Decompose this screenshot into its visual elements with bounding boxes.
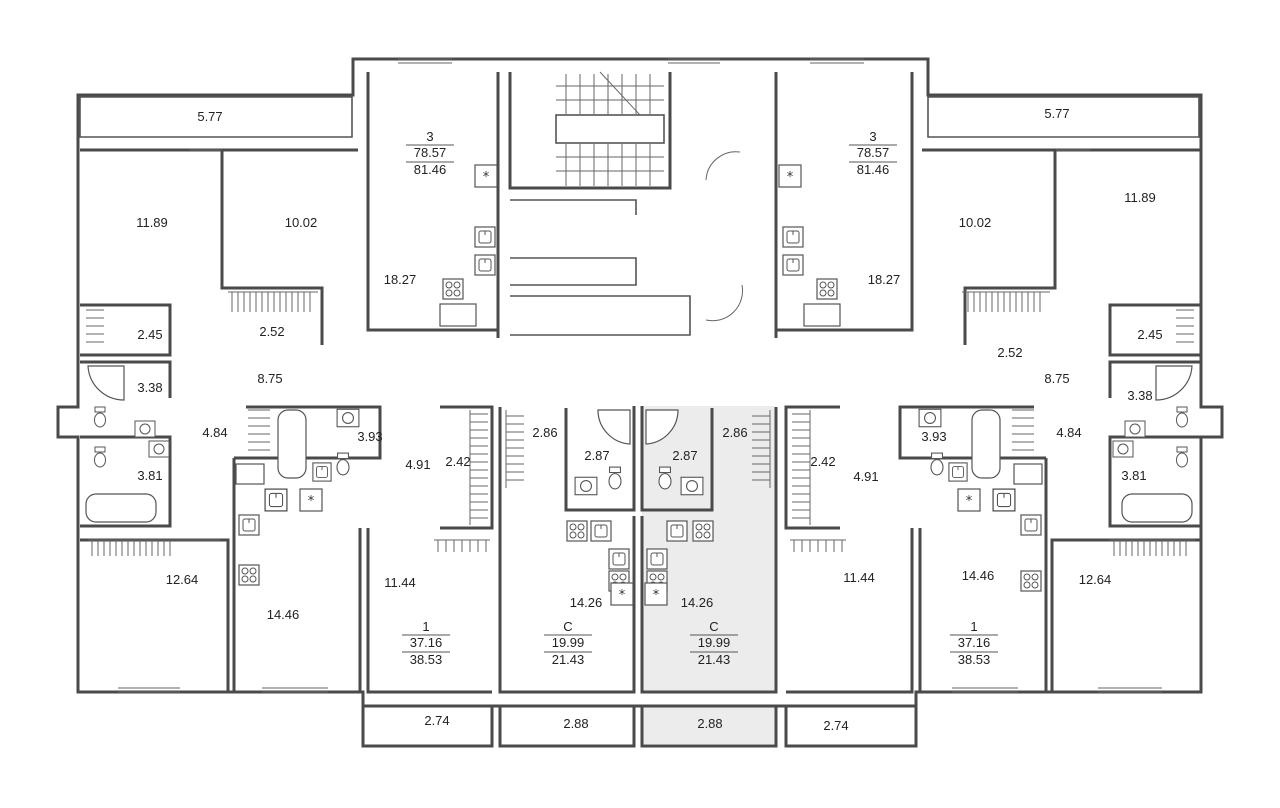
unit-total: 81.46 xyxy=(414,162,447,177)
room-area-label: 5.77 xyxy=(197,109,222,124)
room-area-label: 8.75 xyxy=(1044,371,1069,386)
storage-hatching xyxy=(86,291,1195,556)
unit-living: 37.16 xyxy=(410,635,443,650)
fixtures xyxy=(85,164,1193,606)
room-area-label: 18.27 xyxy=(868,272,901,287)
room-area-label: 12.64 xyxy=(1079,572,1112,587)
room-area-label: 4.84 xyxy=(1056,425,1081,440)
room-area-label: 2.45 xyxy=(137,327,162,342)
room-area-label: 8.75 xyxy=(257,371,282,386)
room-area-label: 3.38 xyxy=(1127,388,1152,403)
room-area-label: 2.52 xyxy=(259,324,284,339)
unit-type: 3 xyxy=(869,129,876,144)
room-area-labels: 5.77 11.89 10.02 18.27 2.45 2.52 3.38 8.75 4.84 3… xyxy=(136,106,1162,733)
room-area-label: 3.38 xyxy=(137,380,162,395)
highlighted-balcony xyxy=(642,706,775,744)
unit-total: 21.43 xyxy=(552,652,585,667)
unit-type: 3 xyxy=(426,129,433,144)
unit-living: 37.16 xyxy=(958,635,991,650)
room-area-label: 2.42 xyxy=(445,454,470,469)
left-apartment-walls xyxy=(80,72,500,708)
room-area-label: 4.91 xyxy=(405,457,430,472)
unit-label: 378.57 81.46 xyxy=(849,129,897,177)
room-area-label: 11.89 xyxy=(136,215,168,230)
unit-label: C19.99 21.43 xyxy=(690,619,738,667)
unit-living: 19.99 xyxy=(698,635,731,650)
unit-living: 78.57 xyxy=(414,145,447,160)
room-area-label: 14.26 xyxy=(681,595,714,610)
studio-walls xyxy=(498,406,778,708)
unit-label: 137.16 38.53 xyxy=(402,619,450,667)
room-area-label: 12.64 xyxy=(166,572,199,587)
room-area-label: 4.84 xyxy=(202,425,227,440)
unit-type: C xyxy=(563,619,572,634)
room-area-label: 2.88 xyxy=(563,716,588,731)
room-area-label: 11.89 xyxy=(1124,190,1156,205)
room-area-label: 2.88 xyxy=(697,716,722,731)
unit-type: 1 xyxy=(970,619,977,634)
unit-label: C19.99 21.43 xyxy=(544,619,592,667)
room-area-label: 10.02 xyxy=(959,215,992,230)
room-area-label: 2.45 xyxy=(1137,327,1162,342)
room-area-label: 2.87 xyxy=(672,448,697,463)
room-area-label: 2.52 xyxy=(997,345,1022,360)
room-area-label: 5.77 xyxy=(1044,106,1069,121)
balcony-wall-right xyxy=(927,96,1200,138)
room-area-label: 2.86 xyxy=(532,425,557,440)
unit-living: 78.57 xyxy=(857,145,890,160)
unit-total: 21.43 xyxy=(698,652,731,667)
room-area-label: 14.26 xyxy=(570,595,603,610)
room-area-label: 14.46 xyxy=(267,607,300,622)
unit-total: 38.53 xyxy=(958,652,991,667)
unit-type: C xyxy=(709,619,718,634)
room-area-label: 4.91 xyxy=(853,469,878,484)
room-area-label: 2.86 xyxy=(722,425,747,440)
unit-total: 38.53 xyxy=(410,652,443,667)
room-area-label: 11.44 xyxy=(384,575,416,590)
unit-label: 378.57 81.46 xyxy=(406,129,454,177)
outer-wall xyxy=(56,57,1224,748)
stair-core xyxy=(508,71,744,336)
unit-label: 137.16 38.53 xyxy=(950,619,998,667)
room-area-label: 10.02 xyxy=(285,215,318,230)
room-area-label: 2.74 xyxy=(823,718,848,733)
unit-living: 19.99 xyxy=(552,635,585,650)
room-area-label: 3.93 xyxy=(921,429,946,444)
room-area-label: 2.87 xyxy=(584,448,609,463)
room-area-label: 3.81 xyxy=(137,468,162,483)
room-area-label: 11.44 xyxy=(843,570,875,585)
room-area-label: 2.74 xyxy=(424,713,449,728)
room-area-label: 14.46 xyxy=(962,568,995,583)
unit-total: 81.46 xyxy=(857,162,890,177)
room-area-label: 18.27 xyxy=(384,272,417,287)
room-area-label: 3.81 xyxy=(1121,468,1146,483)
windows xyxy=(118,58,1162,693)
balcony-wall-left xyxy=(79,96,353,138)
unit-type: 1 xyxy=(422,619,429,634)
room-area-label: 2.42 xyxy=(810,454,835,469)
unit-labels: 378.5781.46378.5781.46137.1638.53C19.992… xyxy=(402,129,998,667)
room-area-label: 3.93 xyxy=(357,429,382,444)
